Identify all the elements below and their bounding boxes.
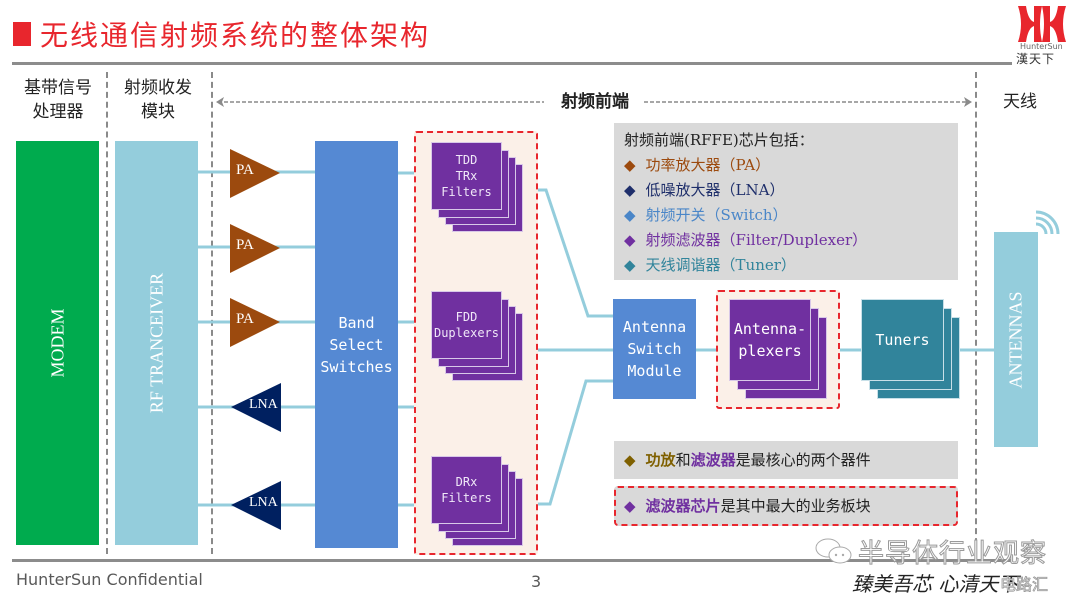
lna-label-1: LNA bbox=[249, 397, 278, 412]
fdd-line1: FDD bbox=[455, 310, 478, 324]
pa-amplifier-3 bbox=[230, 298, 280, 347]
note1-part2: 和 bbox=[675, 451, 691, 469]
diamond-icon: ◆ bbox=[624, 231, 636, 249]
logo-brand-en: HunterSun bbox=[1020, 42, 1063, 51]
legend-item-filter: ◆ 射频滤波器（Filter/Duplexer） bbox=[624, 229, 867, 250]
pa-label-1: PA bbox=[236, 162, 254, 178]
asm-line2: Switch bbox=[627, 340, 682, 358]
column-antenna: 天线 bbox=[1003, 92, 1037, 112]
pa-amplifier-1 bbox=[230, 149, 280, 198]
ap-line1: Antenna- bbox=[733, 320, 807, 338]
title-accent-bar bbox=[13, 22, 31, 46]
tuners-label: Tuners bbox=[875, 331, 930, 349]
note1-part1: 功放 bbox=[645, 451, 676, 469]
logo-mark-icon bbox=[1018, 6, 1066, 42]
rffe-span-arrow bbox=[216, 97, 972, 107]
legend-item-tuner: ◆ 天线调谐器（Tuner） bbox=[624, 254, 796, 275]
page-title: 无线通信射频系统的整体架构 bbox=[40, 19, 431, 52]
footer-divider bbox=[12, 559, 1012, 562]
antennas-label: ANTENNAS bbox=[1005, 291, 1026, 388]
column-transceiver-line2: 模块 bbox=[141, 102, 175, 122]
note-core-devices: ◆ 功放和滤波器是最核心的两个器件 bbox=[614, 441, 958, 479]
modem-label: MODEM bbox=[47, 308, 67, 378]
legend-item-switch-label: 射频开关（Switch） bbox=[645, 206, 788, 224]
column-baseband: 基带信号 处理器 bbox=[12, 76, 104, 124]
legend-item-tuner-label: 天线调谐器（Tuner） bbox=[645, 256, 796, 274]
pa-amplifier-2 bbox=[230, 224, 280, 273]
legend-item-filter-label: 射频滤波器（Filter/Duplexer） bbox=[645, 231, 868, 249]
tdd-line3: Filters bbox=[441, 185, 492, 199]
huntersun-logo bbox=[1016, 6, 1068, 42]
diamond-icon: ◆ bbox=[624, 206, 636, 224]
legend-item-switch: ◆ 射频开关（Switch） bbox=[624, 204, 788, 225]
bss-line1: Band bbox=[338, 313, 375, 332]
antennas-block: ANTENNAS bbox=[994, 232, 1038, 447]
note-filter-business: ◆ 滤波器芯片是其中最大的业务板块 bbox=[614, 486, 958, 526]
rf-transceiver-block: RF TRANCEIVER bbox=[115, 141, 198, 545]
column-rffe: 射频前端 bbox=[561, 92, 629, 112]
watermark-text: 半导体行业观察 bbox=[857, 539, 1048, 570]
diamond-icon: ◆ bbox=[624, 256, 636, 274]
bss-line2: Select bbox=[329, 335, 384, 354]
slogan: 臻美吾芯 心清天下 bbox=[852, 572, 1019, 596]
column-baseband-line2: 处理器 bbox=[32, 102, 84, 122]
header-divider bbox=[12, 62, 1012, 65]
wireless-signal-icon bbox=[1035, 210, 1060, 235]
pa-label-3: PA bbox=[236, 311, 254, 327]
diamond-icon: ◆ bbox=[624, 156, 636, 174]
bss-line3: Switches bbox=[320, 357, 393, 376]
diamond-icon: ◆ bbox=[624, 451, 636, 469]
asm-line3: Module bbox=[627, 362, 682, 380]
column-baseband-line1: 基带信号 bbox=[24, 78, 92, 98]
note1-part4: 是最核心的两个器件 bbox=[735, 451, 871, 469]
separator-2 bbox=[211, 72, 213, 554]
pa-label-2: PA bbox=[236, 237, 254, 253]
ap-line2: plexers bbox=[738, 342, 802, 360]
lna-label-2: LNA bbox=[249, 495, 278, 510]
tdd-line2: TRx bbox=[455, 169, 478, 183]
note2-part2: 是其中最大的业务板块 bbox=[720, 497, 871, 515]
drx-line2: Filters bbox=[441, 491, 492, 505]
note1-part3: 滤波器 bbox=[690, 451, 736, 469]
separator-1 bbox=[106, 72, 108, 554]
footer-confidential: HunterSun Confidential bbox=[16, 570, 203, 589]
legend-item-pa: ◆ 功率放大器（PA） bbox=[624, 154, 770, 175]
slogan-overlay: 电路汇 bbox=[1000, 575, 1049, 595]
band-select-switches: Band Select Switches bbox=[315, 141, 398, 548]
tdd-line1: TDD bbox=[455, 153, 478, 167]
legend-heading: 射频前端(RFFE)芯片包括： bbox=[624, 131, 814, 149]
legend-item-pa-label: 功率放大器（PA） bbox=[645, 156, 771, 174]
column-transceiver: 射频收发 模块 bbox=[112, 76, 204, 124]
legend-item-lna: ◆ 低噪放大器（LNA） bbox=[624, 179, 784, 200]
wechat-icon bbox=[815, 538, 852, 564]
page-number: 3 bbox=[531, 572, 542, 591]
separator-3 bbox=[975, 72, 977, 554]
rf-transceiver-label: RF TRANCEIVER bbox=[146, 272, 166, 414]
modem-block: MODEM bbox=[16, 141, 99, 545]
note2-part1: 滤波器芯片 bbox=[645, 497, 721, 515]
lna-amplifier-2 bbox=[231, 481, 281, 530]
rffe-legend: 射频前端(RFFE)芯片包括： ◆ 功率放大器（PA） ◆ 低噪放大器（LNA） ◆… bbox=[614, 123, 958, 280]
legend-item-lna-label: 低噪放大器（LNA） bbox=[645, 181, 785, 199]
asm-line1: Antenna bbox=[622, 318, 687, 336]
fdd-line2: Duplexers bbox=[433, 326, 500, 340]
diamond-icon: ◆ bbox=[624, 181, 636, 199]
diamond-icon: ◆ bbox=[624, 497, 636, 515]
drx-line1: DRx bbox=[455, 475, 478, 489]
column-transceiver-line1: 射频收发 bbox=[124, 78, 192, 98]
logo-brand-cn: 漢天下 bbox=[1016, 52, 1056, 66]
antenna-switch-module: Antenna Switch Module bbox=[613, 299, 696, 399]
lna-amplifier-1 bbox=[231, 383, 281, 432]
